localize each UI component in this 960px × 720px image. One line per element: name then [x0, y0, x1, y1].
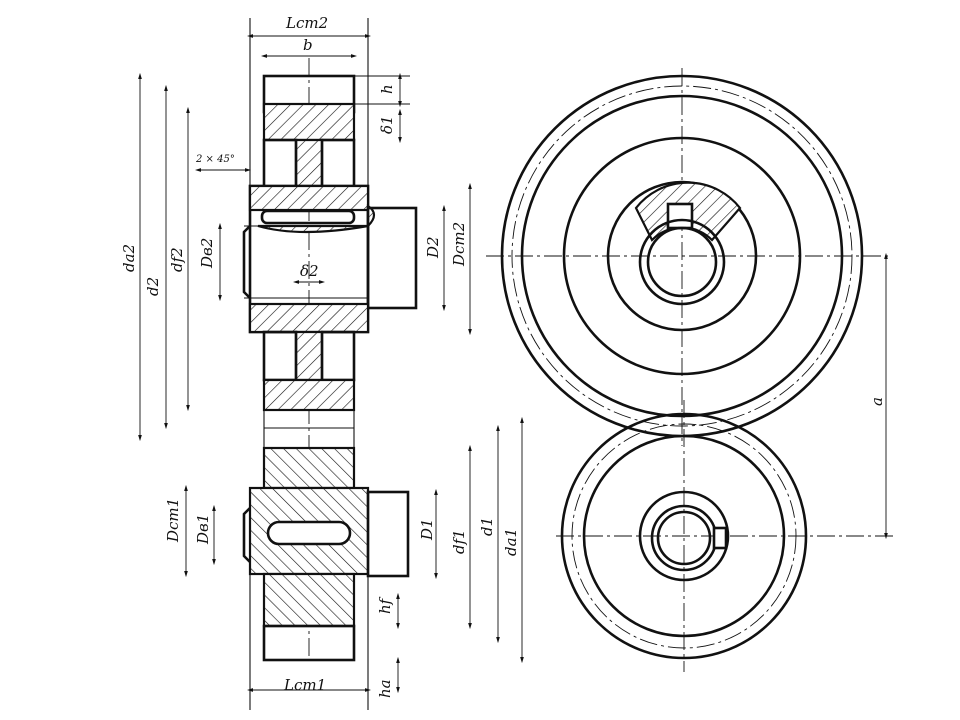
gear1-root-circle	[582, 434, 786, 638]
gear2-keyway-slot	[260, 209, 356, 225]
gear2-shaft-stub	[366, 206, 418, 310]
label-h: h	[378, 84, 396, 94]
gear2-hub-upper-section	[248, 184, 370, 212]
label-Dv1: Dв1	[194, 514, 212, 545]
label-delta2: δ2	[300, 262, 319, 280]
gear2-hub-lower-section	[248, 302, 370, 334]
gear2-rim-upper-section	[262, 102, 356, 142]
gear2-rim-lower-section	[262, 378, 356, 412]
gear1-shaft-stub	[366, 490, 410, 578]
gear1-body-upper	[262, 446, 356, 490]
label-Dv2: Dв2	[198, 238, 216, 269]
gear2-section	[242, 74, 418, 412]
gear1-bore-chamfer	[242, 507, 251, 563]
gear1-bore-inner	[656, 510, 712, 566]
gear1-pitch-circle	[571, 423, 797, 649]
label-da1: da1	[502, 528, 520, 556]
gear1-keyway-slot	[266, 520, 352, 546]
label-Dhub1: Dст1	[164, 498, 182, 543]
gear2-root-circle	[520, 94, 844, 418]
gear1-tip-circle	[560, 412, 808, 660]
label-df2: df2	[168, 247, 186, 272]
sectional-view: Lст2 b h δ1 2 × 45° da2 d2 df2 Dв2 D2 Dс…	[120, 14, 524, 710]
gear2-pitch-circle	[511, 85, 853, 427]
gear2-web-lower	[294, 330, 324, 382]
gear2-bore-chamfer	[242, 225, 251, 299]
label-Dhub2: Dст2	[450, 222, 468, 267]
label-a: a	[868, 397, 886, 406]
gear2-bore-inner	[646, 226, 718, 298]
gear2-key-square	[666, 202, 694, 230]
gear2-web-upper	[294, 138, 324, 192]
gear2-recess-left-lower	[262, 330, 298, 382]
gear1-keyway	[712, 526, 728, 550]
label-L-hub2: Lст2	[285, 14, 328, 32]
label-ha: ha	[376, 679, 394, 698]
label-D2: D2	[424, 236, 442, 259]
gear2-recess-right-lower	[320, 330, 356, 382]
gear2-bore-outer	[638, 218, 726, 306]
label-L-hub1: Lст1	[283, 676, 326, 694]
label-df1: df1	[450, 529, 468, 554]
gear1-rim-bottom	[262, 624, 356, 662]
gear2-recess-right-upper	[320, 138, 356, 190]
label-delta1: δ1	[378, 115, 396, 134]
label-d2: d2	[144, 277, 162, 296]
label-d1: d1	[478, 517, 496, 536]
gear1-section	[242, 446, 410, 662]
gear2-web-circle	[562, 136, 802, 376]
front-view: a	[486, 68, 894, 672]
label-b: b	[303, 36, 313, 54]
label-da2: da2	[120, 244, 138, 272]
label-chamfer: 2 × 45°	[195, 154, 235, 165]
gear2-recess-left-upper	[262, 138, 298, 190]
gear1-body-lower	[262, 572, 356, 628]
gear1-hub-circle	[638, 490, 730, 582]
gear2-front	[486, 68, 888, 446]
gear1-front	[556, 400, 894, 672]
label-D1: D1	[418, 518, 436, 541]
label-hf: hf	[376, 596, 394, 614]
